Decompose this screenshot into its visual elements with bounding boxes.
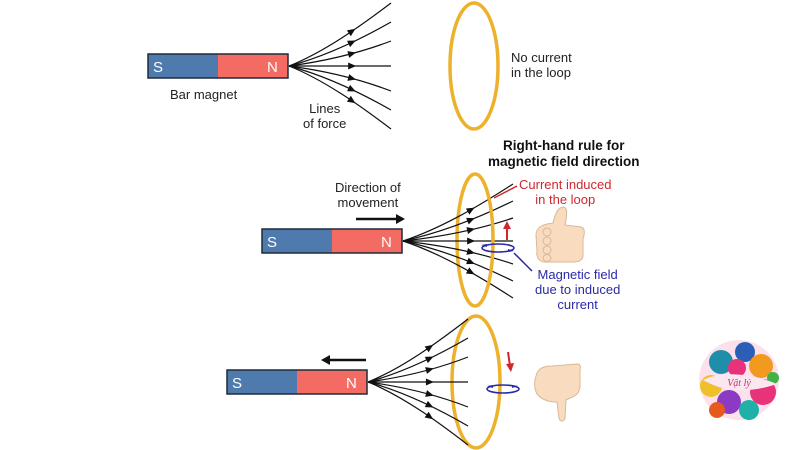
magnet-outline <box>226 369 368 395</box>
field-arrow <box>465 207 475 215</box>
field-line <box>288 40 392 67</box>
field-line <box>402 200 514 242</box>
field-arrow <box>466 257 475 265</box>
field-arrow <box>424 344 434 353</box>
field-arrow <box>425 367 434 374</box>
south-label: S <box>232 375 242 392</box>
bar-magnet: S N <box>226 369 368 395</box>
field-line <box>288 2 392 67</box>
field-arrow <box>346 28 356 37</box>
bar-magnet: S N <box>147 53 289 79</box>
field-arrow <box>346 95 356 104</box>
bar-magnet: S N <box>261 228 403 254</box>
vat-ly-logo: Vật lý <box>699 340 779 420</box>
field-line <box>402 240 514 299</box>
induced-field-ring <box>481 243 515 253</box>
induced-field-ring <box>486 384 520 394</box>
field-arrow <box>424 411 434 420</box>
caption-line: in the loop <box>535 192 596 207</box>
field-arrow <box>347 84 356 92</box>
front-loop-half <box>475 314 502 450</box>
north-label: N <box>381 234 392 251</box>
field-line <box>367 381 469 446</box>
field-line <box>367 318 469 383</box>
front-loop-half <box>474 172 495 308</box>
field-arrow <box>425 378 434 386</box>
field-arrow <box>467 237 476 245</box>
field-line <box>288 65 392 92</box>
field-arrow <box>425 390 434 397</box>
field-line <box>367 381 469 427</box>
field-line <box>288 65 392 111</box>
panel-stationary: S N <box>147 1 500 131</box>
induced-current-arrow-up <box>503 221 511 240</box>
magnet-north-pole <box>332 229 402 253</box>
field-line <box>288 21 392 67</box>
field-arrow <box>347 51 357 58</box>
panel-moving-toward: S N <box>261 172 585 308</box>
north-label: N <box>346 375 357 392</box>
magnet-south-pole <box>227 370 297 394</box>
field-arrow <box>348 62 357 70</box>
logo-text: Vật lý <box>727 378 751 389</box>
field-arrow <box>424 400 434 408</box>
field-lines <box>288 2 392 130</box>
field-line <box>402 240 514 265</box>
movement-arrow-right <box>356 214 405 224</box>
field-arrow <box>424 356 434 364</box>
caption-line: movement <box>337 195 399 210</box>
north-label: N <box>267 59 278 76</box>
field-line <box>367 381 469 408</box>
hand-thumb-down-icon <box>534 363 581 422</box>
field-lines <box>402 183 514 299</box>
conducting-loop <box>448 1 500 131</box>
field-line <box>402 183 514 242</box>
magnet-outline <box>147 53 289 79</box>
caption-line: Direction of <box>335 180 401 195</box>
no-current-caption: No current in the loop <box>511 50 572 80</box>
caption-line: No current <box>511 50 572 65</box>
induced-current-arrow-down <box>506 351 514 372</box>
field-arrow <box>466 227 476 234</box>
caption-line: Lines <box>309 101 341 116</box>
south-label: S <box>267 234 277 251</box>
field-line <box>367 356 469 383</box>
field-line <box>402 217 514 242</box>
panel-moving-away: S N <box>226 314 581 450</box>
right-hand-rule-title: Right-hand rule for magnetic field direc… <box>488 138 640 170</box>
field-arrow <box>465 267 475 275</box>
current-induced-caption: Current induced in the loop <box>519 177 612 207</box>
field-arrow <box>347 74 357 81</box>
caption-line: due to induced <box>535 282 621 297</box>
magnet-north-pole <box>218 54 288 78</box>
field-line <box>402 240 514 282</box>
caption-line: Current induced <box>519 177 612 192</box>
field-line <box>288 65 392 130</box>
caption-line: in the loop <box>511 65 571 80</box>
magnet-outline <box>261 228 403 254</box>
magnet-south-pole <box>262 229 332 253</box>
field-callout-line <box>513 252 533 272</box>
magnet-south-pole <box>148 54 218 78</box>
back-loop-half <box>455 172 476 308</box>
movement-arrow-left <box>321 355 366 365</box>
bar-magnet-caption: Bar magnet <box>170 87 238 102</box>
current-callout-line <box>493 185 518 199</box>
induced-field-caption: Magnetic field due to induced current <box>535 267 620 312</box>
field-arrow <box>466 248 476 255</box>
south-label: S <box>153 59 163 76</box>
field-arrow <box>347 40 356 48</box>
field-line <box>367 337 469 383</box>
title-line: Right-hand rule for <box>503 138 625 153</box>
hand-thumb-up-icon <box>535 206 585 263</box>
caption-line: of force <box>303 116 347 131</box>
caption-line: current <box>557 297 598 312</box>
title-line: magnetic field direction <box>488 154 640 169</box>
field-arrow <box>466 217 475 225</box>
field-lines <box>367 318 469 446</box>
lines-of-force-caption: Lines of force <box>303 101 346 131</box>
caption-line: Magnetic field <box>537 267 618 282</box>
direction-of-movement-caption: Direction of movement <box>335 180 401 210</box>
magnet-north-pole <box>297 370 367 394</box>
